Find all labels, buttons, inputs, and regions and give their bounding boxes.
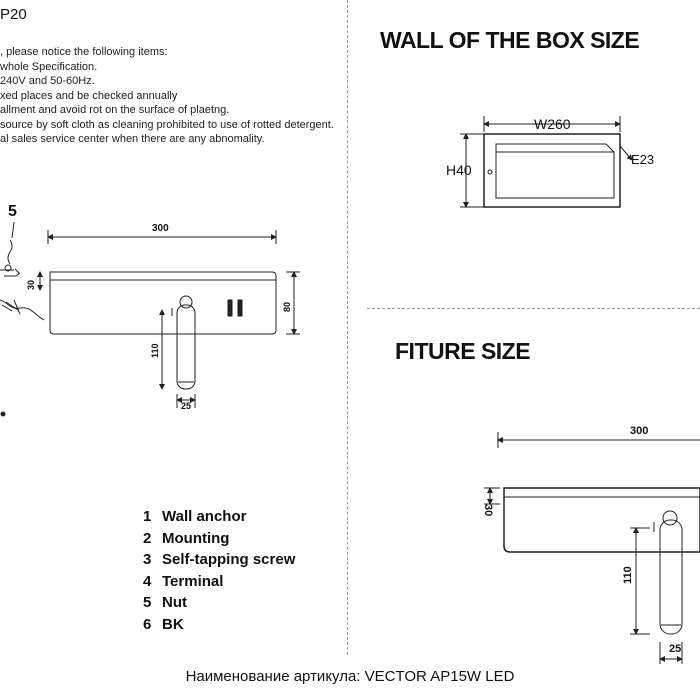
part-number: 2 <box>143 529 152 547</box>
instruction-notes: , please notice the following items: who… <box>0 45 334 147</box>
wall-box-drawing <box>460 116 633 208</box>
article-name: VECTOR AP15W LED <box>364 668 515 685</box>
part-name: Mounting <box>162 529 230 547</box>
switch-slot <box>227 299 233 317</box>
box-inner <box>495 143 615 199</box>
callout-leader <box>11 221 15 239</box>
article-footer: Наименование артикула: VECTOR AP15W LED <box>0 668 700 685</box>
left-fixture-drawing <box>0 221 300 417</box>
left-tube-diameter-label: 25 <box>181 401 191 411</box>
note-line: 240V and 50-60Hz. <box>0 75 95 87</box>
horizontal-divider <box>367 308 700 310</box>
nut-sketch <box>4 264 12 272</box>
dot-mark <box>0 411 6 417</box>
left-tube-length-label: 110 <box>150 343 160 358</box>
part-number: 4 <box>143 572 152 590</box>
fiture-drawing <box>484 432 700 664</box>
left-width-label: 300 <box>152 223 169 234</box>
model-code: P20 <box>0 6 27 23</box>
box-width-label: W260 <box>534 116 571 132</box>
box-height-label: H40 <box>446 162 472 178</box>
terminal-sketch <box>0 268 21 277</box>
left-thickness-label: 30 <box>26 280 36 290</box>
part-name: Wall anchor <box>162 508 247 525</box>
part-number: 6 <box>143 615 152 633</box>
switch-slot <box>237 299 243 317</box>
parts-list: 1 Wall anchor 2 Mounting 3 Self-tapping scr… <box>143 506 295 636</box>
part-name: Nut <box>162 594 187 612</box>
fiture-size-title: FITURE SIZE <box>395 338 531 364</box>
part-number: 3 <box>143 551 152 569</box>
list-item: 6 BK <box>143 614 295 636</box>
cable-sketch <box>0 299 45 321</box>
fiture-tube-length-label: 110 <box>622 566 634 584</box>
callout-number: 5 <box>8 203 17 220</box>
list-item: 5 Nut <box>143 592 295 614</box>
list-item: 1 Wall anchor <box>143 506 295 528</box>
note-line: allment and avoid rot on the surface of … <box>0 104 230 116</box>
left-height-label: 80 <box>282 302 292 312</box>
fiture-tube-diameter-label: 25 <box>669 643 681 655</box>
box-depth-label: E23 <box>631 152 654 167</box>
vertical-divider <box>347 0 349 655</box>
screw-sketch <box>7 239 13 265</box>
list-item: 2 Mounting <box>143 528 295 550</box>
fiture-width-label: 300 <box>630 425 648 437</box>
plate-body <box>49 271 277 335</box>
part-name: Terminal <box>162 572 224 590</box>
note-line: source by soft cloth as cleaning prohibi… <box>0 118 334 131</box>
list-item: 3 Self-tapping screw <box>143 549 295 571</box>
note-line: al sales service center when there are a… <box>0 133 265 145</box>
wall-box-title: WALL OF THE BOX SIZE <box>380 27 640 53</box>
part-name: BK <box>162 615 184 633</box>
part-number: 1 <box>143 508 152 525</box>
note-line: xed places and be checked annually <box>0 89 178 102</box>
box-outer <box>483 133 621 208</box>
lamp-tube <box>176 304 196 390</box>
wires-sketch <box>1 299 21 315</box>
part-number: 5 <box>143 594 152 612</box>
fiture-tube <box>659 519 683 635</box>
fiture-thickness-label: 30 <box>482 504 494 516</box>
list-item: 4 Terminal <box>143 571 295 593</box>
part-name: Self-tapping screw <box>162 551 296 569</box>
article-label: Наименование артикула: <box>185 668 361 685</box>
note-line: whole Specification. <box>0 60 98 73</box>
note-line: , please notice the following items: <box>0 46 168 58</box>
